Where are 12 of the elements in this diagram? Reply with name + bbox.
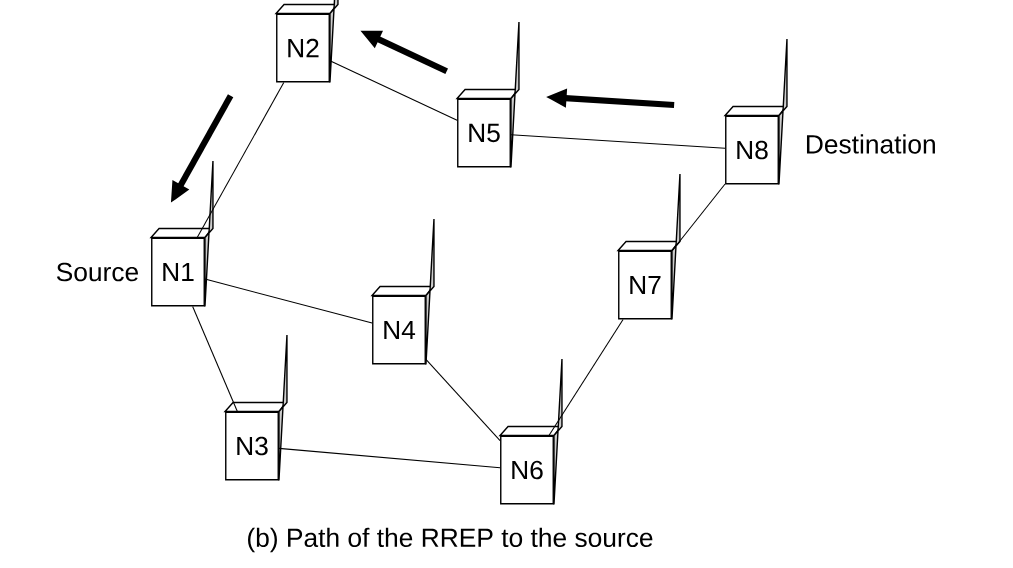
link-line [425,358,501,442]
link-line [278,447,501,469]
node-label: Destination [806,134,935,154]
node-label: Source [56,262,138,282]
link-line [671,183,726,252]
link-line [510,134,726,149]
link-line [196,81,285,239]
link-line [192,305,238,413]
link-line [548,318,624,437]
caption: (b) Path of the RREP to the source [248,527,653,553]
link-line [204,278,373,324]
link-line [329,60,458,121]
